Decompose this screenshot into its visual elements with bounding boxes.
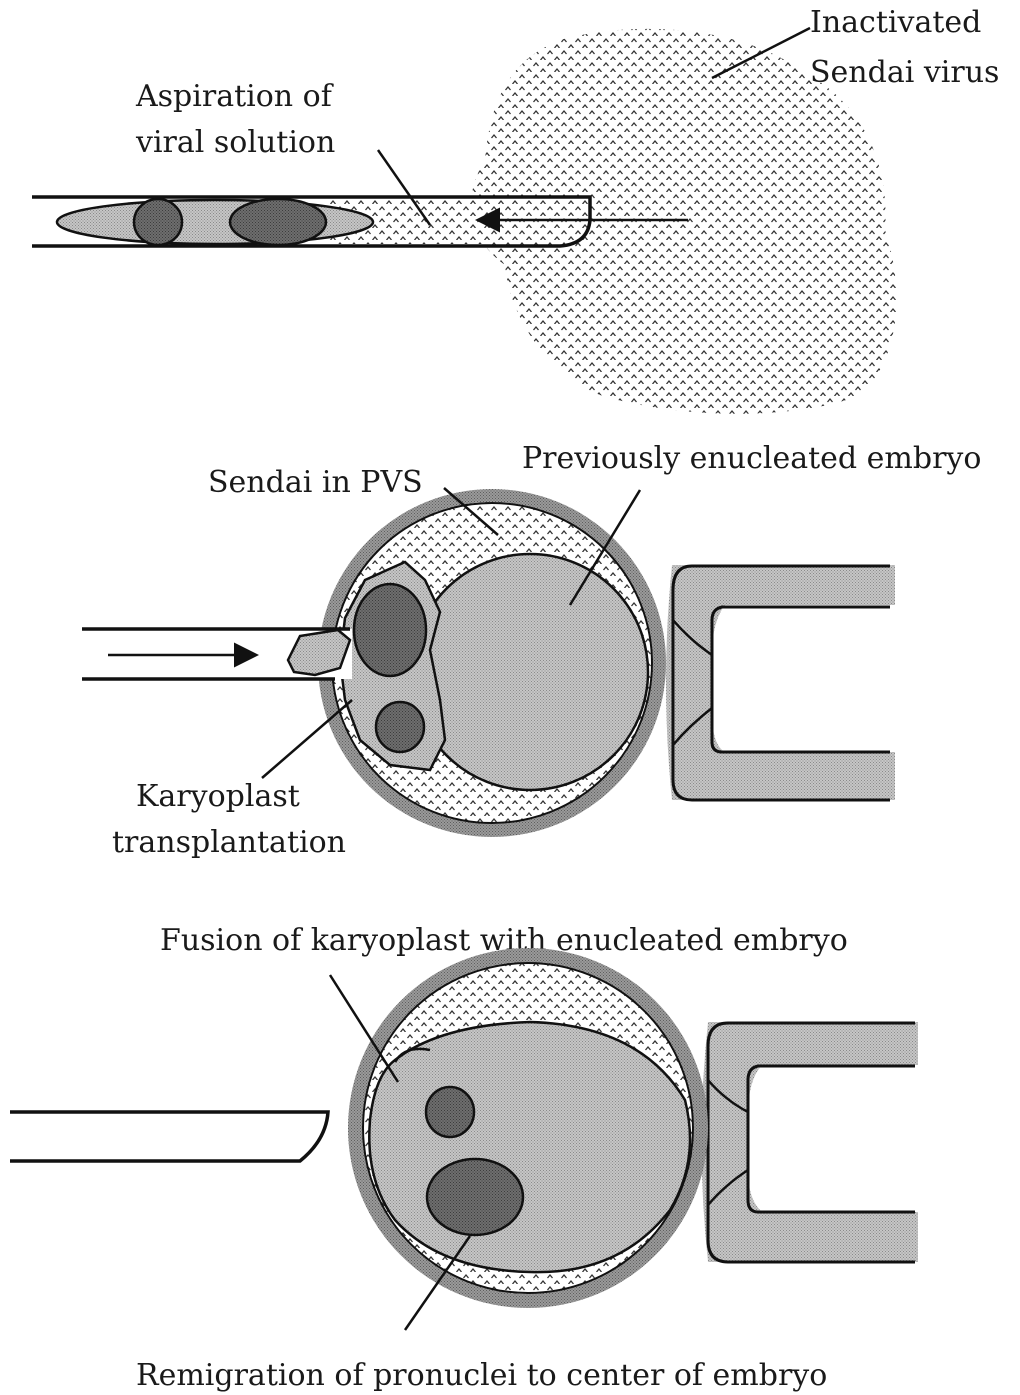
holding-pipette-2-fill (702, 1022, 919, 1262)
karyoplast-label: Karyoplast transplantation (112, 779, 346, 860)
aspiration-label: Aspiration of viral solution (135, 79, 341, 160)
fused-pronucleus-small (426, 1087, 474, 1137)
virus-label: Inactivated Sendai virus (810, 5, 999, 90)
panel-aspiration: Inactivated Sendai virus Aspiration of v… (32, 5, 999, 414)
remigration-label: Remigration of pronuclei to center of em… (136, 1358, 827, 1393)
fused-embryo-cytoplasm (369, 1022, 690, 1272)
karyoplast-pronucleus-small (376, 702, 424, 752)
holding-pipette-fill (666, 565, 895, 800)
pronucleus-large (230, 199, 326, 245)
sendai-pvs-label: Sendai in PVS (208, 465, 423, 500)
fused-pronucleus-large (427, 1159, 523, 1235)
withdrawn-pipette (10, 1112, 328, 1161)
enucleated-embryo-cytoplasm (412, 554, 648, 790)
enucleated-label: Previously enucleated embryo (522, 441, 981, 476)
panel-transplantation: Sendai in PVS Previously enucleated embr… (82, 441, 981, 860)
karyoplast-pronucleus-large (354, 584, 426, 676)
panel-fusion: Fusion of karyoplast with enucleated emb… (10, 923, 918, 1393)
pronucleus-small (134, 199, 182, 245)
